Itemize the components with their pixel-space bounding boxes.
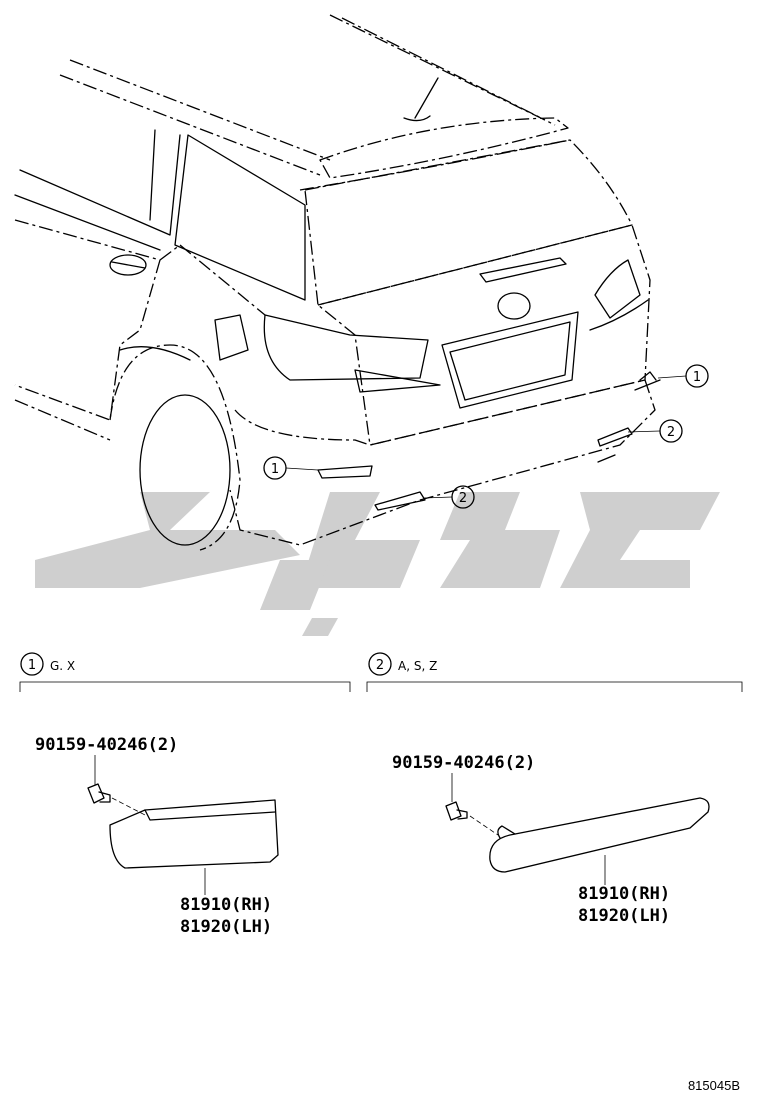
section-1-label: G. X xyxy=(50,659,75,673)
part-right-reflector: 90159-40246(2) 81910(RH) 81920(LH) xyxy=(392,753,710,926)
section-2-label: A, S, Z xyxy=(398,659,437,673)
section-header-2: 2 A, S, Z xyxy=(366,652,743,692)
vehicle-rear-illustration xyxy=(14,14,661,551)
watermark-logo xyxy=(35,492,720,636)
scene-callout-number: 1 xyxy=(693,370,701,385)
section-2-number: 2 xyxy=(376,658,384,673)
scene-callout-number: 1 xyxy=(271,462,279,477)
part-left-side-marker: 90159-40246(2) 81910(RH) 81920(LH) xyxy=(35,735,279,937)
scene-callout-number: 2 xyxy=(667,425,675,440)
scene-callout-2: 2 xyxy=(659,419,683,443)
part-left-rh-number: 81910(RH) xyxy=(180,895,272,915)
scene-callout-3: 1 xyxy=(263,456,287,480)
section-header-1: 1 G. X xyxy=(19,652,351,692)
callout-leaders xyxy=(285,375,687,499)
diagram-code: 815045B xyxy=(688,1078,740,1093)
scene-callout-number: 2 xyxy=(459,491,467,506)
scene-callout-1: 1 xyxy=(685,364,709,388)
part-left-lh-number: 81920(LH) xyxy=(180,917,272,937)
scene-callout-4: 2 xyxy=(451,485,475,509)
part-right-lh-number: 81920(LH) xyxy=(578,906,670,926)
scene-callouts: 1 2 1 2 xyxy=(263,364,709,509)
part-right-bolt-number: 90159-40246(2) xyxy=(392,753,535,773)
section-1-number: 1 xyxy=(28,658,36,673)
part-left-bolt-number: 90159-40246(2) xyxy=(35,735,178,755)
part-right-rh-number: 81910(RH) xyxy=(578,884,670,904)
